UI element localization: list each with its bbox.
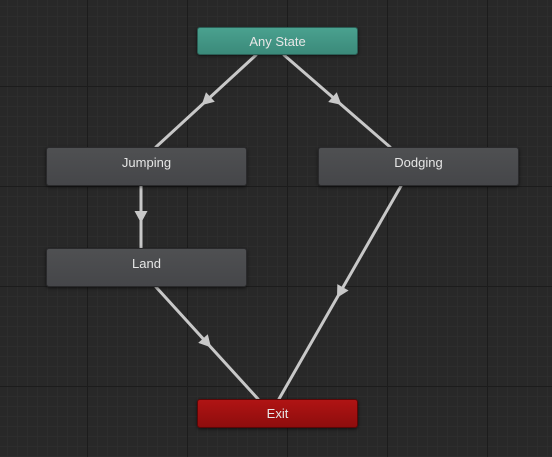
transition-arrow-icon[interactable] [134,211,148,223]
transition-arrow-icon[interactable] [201,92,215,106]
state-node-dodging[interactable]: Dodging [318,147,519,186]
transition-arrow-icon[interactable] [328,92,342,105]
state-node-jumping[interactable]: Jumping [46,147,247,186]
state-label: Dodging [394,155,443,170]
state-label: Land [132,256,161,271]
transition-arrow-icon[interactable] [337,284,349,298]
state-label: Any State [249,34,306,49]
state-label: Jumping [121,155,172,170]
state-label: Exit [266,406,289,421]
transition-arrow-icon[interactable] [198,334,211,348]
state-node-land[interactable]: Land [46,248,247,287]
state-node-any-state[interactable]: Any State [197,27,358,55]
state-node-exit[interactable]: Exit [197,399,358,428]
